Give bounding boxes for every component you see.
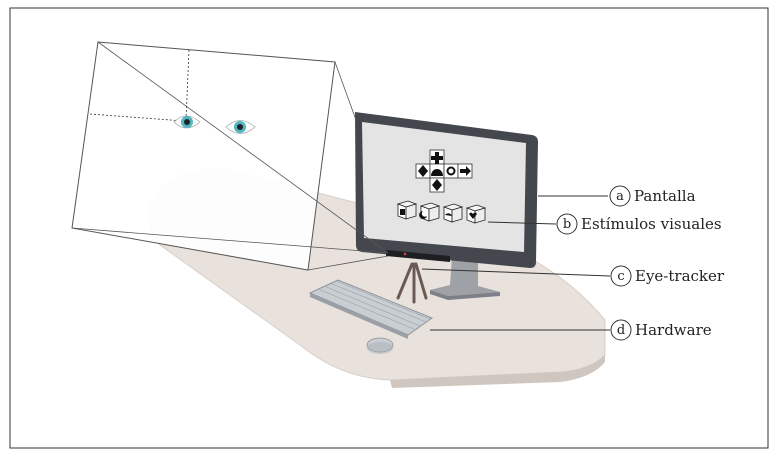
label-c: c Eye-tracker [610, 265, 725, 287]
keyboard-icon [308, 279, 434, 339]
cross-icon [431, 152, 443, 164]
mouse-icon [366, 337, 394, 354]
arrow-right-icon [460, 166, 471, 176]
tripod-icon [396, 262, 428, 304]
label-b: b Estímulos visuales [556, 213, 722, 235]
diamond-icon [418, 165, 428, 177]
eye-icon [173, 115, 201, 129]
label-a-text: Pantalla [634, 187, 696, 205]
label-d-text: Hardware [635, 321, 712, 339]
label-d: d Hardware [610, 319, 712, 341]
eye-view-panel [71, 41, 389, 271]
semicircle-icon [431, 169, 443, 176]
leader-lines [421, 195, 611, 331]
cube-icon [396, 200, 418, 220]
monitor [355, 112, 538, 268]
label-d-letter: d [617, 323, 625, 338]
figure-border [9, 7, 769, 449]
label-a-letter: a [616, 189, 624, 204]
circle-icon [446, 166, 456, 176]
label-a: a Pantalla [609, 185, 696, 207]
label-b-text: Estímulos visuales [581, 215, 722, 233]
diamond-icon-2 [432, 179, 442, 191]
label-c-letter: c [617, 269, 624, 284]
label-c-text: Eye-tracker [635, 267, 725, 285]
cube-icon [442, 203, 464, 223]
cube-icon [419, 202, 441, 222]
cube-icon [465, 204, 487, 224]
eye-tracker [386, 250, 450, 262]
visual-stimuli [396, 149, 487, 224]
eye-icon [225, 120, 256, 134]
label-b-letter: b [563, 217, 571, 232]
monitor-stand [430, 258, 500, 300]
